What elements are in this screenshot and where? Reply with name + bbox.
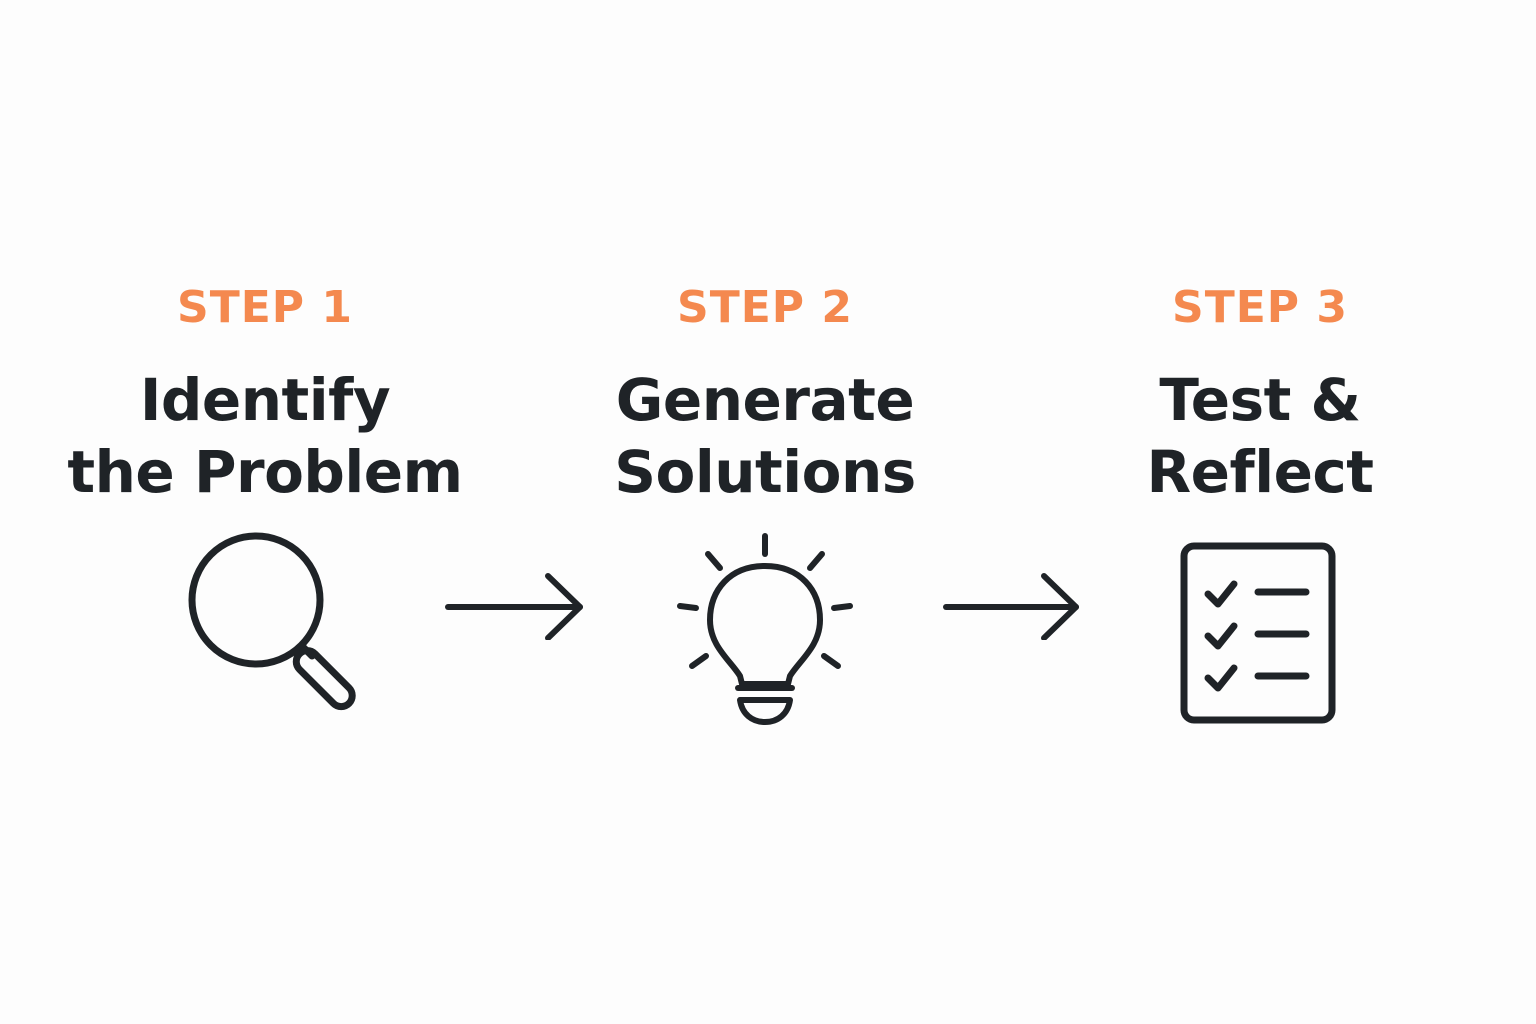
right-arrow-icon (445, 573, 583, 640)
checklist-icon (1180, 542, 1336, 724)
step-2-title-line-2: Solutions (614, 438, 916, 506)
right-arrow-icon (943, 573, 1079, 640)
step-3-title-line-2: Reflect (1146, 438, 1374, 506)
step-1: STEP 1 Identify the Problem (55, 280, 475, 508)
step-1-label: STEP 1 (177, 282, 353, 333)
step-3-title-line-1: Test & (1159, 366, 1361, 434)
magnifying-glass-icon (188, 532, 356, 711)
step-3-title: Test & Reflect (1050, 364, 1470, 508)
step-1-title-line-2: the Problem (67, 438, 463, 506)
step-2-title: Generate Solutions (555, 364, 975, 508)
step-1-title-line-1: Identify (139, 366, 391, 434)
step-3-label: STEP 3 (1172, 282, 1348, 333)
lightbulb-icon (677, 533, 853, 725)
step-2-label: STEP 2 (677, 282, 853, 333)
step-3: STEP 3 Test & Reflect (1050, 280, 1470, 508)
step-2-title-line-1: Generate (615, 366, 915, 434)
step-1-title: Identify the Problem (55, 364, 475, 508)
step-2: STEP 2 Generate Solutions (555, 280, 975, 508)
